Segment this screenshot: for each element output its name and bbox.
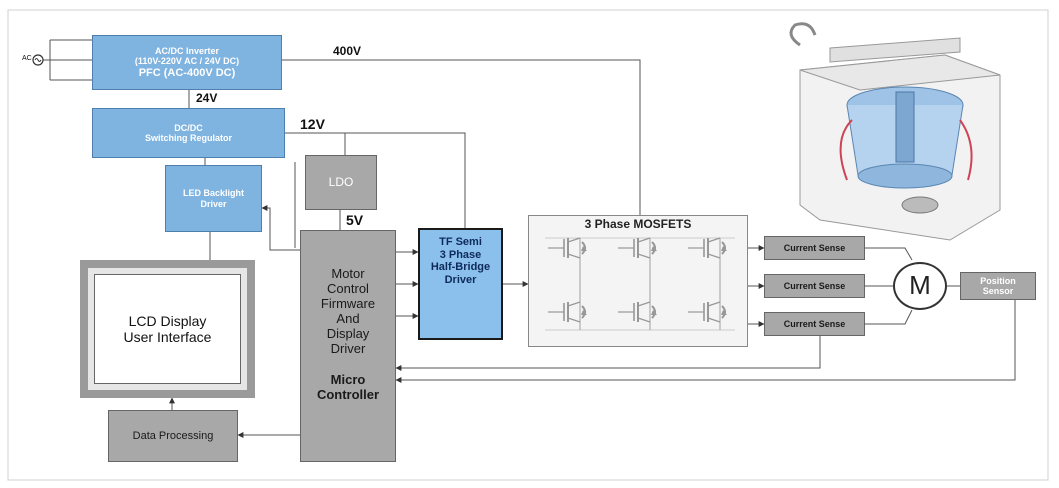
dcdc-line1: DC/DC bbox=[174, 122, 203, 133]
ldo-block: LDO bbox=[305, 155, 377, 210]
mcu-line8: Controller bbox=[316, 386, 380, 402]
acdc-line3: PFC (AC-400V DC) bbox=[138, 66, 236, 79]
current-sense-2: Current Sense bbox=[764, 274, 865, 298]
voltage-12v-label: 12V bbox=[300, 116, 325, 132]
acdc-line2: (110V-220V AC / 24V DC) bbox=[134, 56, 240, 67]
acdc-inverter-block: AC/DC Inverter (110V-220V AC / 24V DC) P… bbox=[92, 35, 282, 90]
led-backlight-driver-block: LED Backlight Driver bbox=[165, 165, 262, 232]
dcdc-regulator-block: DC/DC Switching Regulator bbox=[92, 108, 285, 158]
tf-line4: Driver bbox=[444, 273, 477, 286]
position-line2: Sensor bbox=[982, 286, 1014, 296]
data-processing-label: Data Processing bbox=[132, 429, 214, 442]
wire-12v-ldo bbox=[285, 132, 346, 155]
acdc-line1: AC/DC Inverter bbox=[154, 45, 219, 56]
ac-source-icon bbox=[32, 39, 92, 81]
mosfets-title: 3 Phase MOSFETS bbox=[584, 217, 692, 231]
lcd-line1: LCD Display bbox=[128, 312, 207, 329]
wire-400v bbox=[282, 59, 641, 215]
current-sense-1: Current Sense bbox=[764, 236, 865, 260]
lcd-line2: User Interface bbox=[123, 329, 212, 345]
voltage-5v-label: 5V bbox=[346, 212, 364, 228]
diagram-frame bbox=[7, 9, 1049, 481]
wire-position-feedback bbox=[395, 300, 1016, 383]
tf-line3: Half-Bridge bbox=[430, 261, 491, 274]
mcu-line7: Micro bbox=[330, 371, 366, 387]
led-line1: LED Backlight bbox=[182, 188, 244, 199]
wire-12v-tf bbox=[345, 132, 466, 228]
tf-half-bridge-driver-block: TF Semi 3 Phase Half-Bridge Driver bbox=[418, 228, 503, 340]
ldo-label: LDO bbox=[328, 174, 354, 189]
mcu-line1: Motor bbox=[331, 266, 365, 281]
position-sensor-block: Position Sensor bbox=[960, 272, 1036, 300]
wire-mcu-led bbox=[261, 205, 300, 251]
mosfets-block: 3 Phase MOSFETS bbox=[528, 215, 748, 347]
mcu-line2: Control bbox=[327, 280, 369, 296]
voltage-400v-label: 400V bbox=[333, 44, 362, 58]
mcu-line5: Display bbox=[326, 325, 370, 341]
mcu-line3: Firmware bbox=[320, 295, 376, 311]
tf-line1: TF Semi bbox=[439, 236, 482, 248]
led-line2: Driver bbox=[200, 198, 227, 209]
ac-label: AC bbox=[22, 55, 32, 62]
data-processing-block: Data Processing bbox=[108, 410, 238, 462]
lcd-display-block: LCD Display User Interface bbox=[80, 260, 255, 398]
motor-circle: M bbox=[893, 262, 947, 310]
dcdc-line2: Switching Regulator bbox=[144, 133, 232, 143]
microcontroller-block: Motor Control Firmware And Display Drive… bbox=[300, 230, 396, 462]
motor-label: M bbox=[909, 270, 931, 301]
position-line1: Position bbox=[980, 275, 1016, 286]
tf-line2: 3 Phase bbox=[439, 248, 482, 261]
mcu-line6: Driver bbox=[330, 340, 366, 356]
current-sense-1-label: Current Sense bbox=[783, 242, 846, 253]
current-sense-3-label: Current Sense bbox=[783, 318, 846, 329]
mcu-line4: And bbox=[336, 310, 360, 326]
current-sense-3: Current Sense bbox=[764, 312, 865, 336]
washing-machine-illustration bbox=[789, 22, 1001, 241]
voltage-24v-label: 24V bbox=[196, 91, 218, 105]
wire-current-feedback bbox=[395, 336, 821, 371]
current-sense-2-label: Current Sense bbox=[783, 280, 846, 291]
